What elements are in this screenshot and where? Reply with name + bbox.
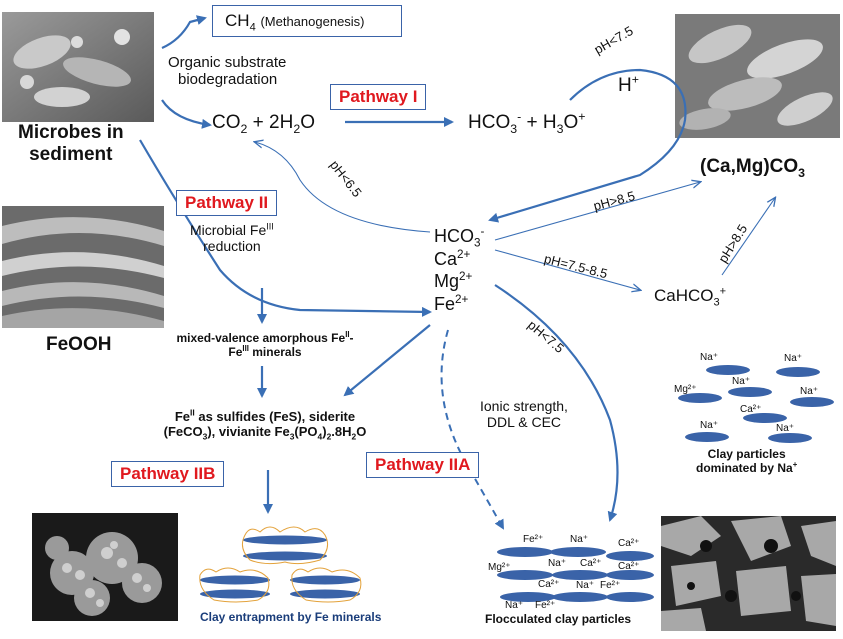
feii-minerals-label: FeII as sulfides (FeS), siderite (FeCO3)… [163, 407, 367, 442]
ion-mg: Mg2+ [434, 270, 473, 291]
ion-column: HCO3- Ca2+ Mg2+ Fe2+ [434, 225, 484, 315]
fe-reduction-label: Microbial FeIII reduction [190, 221, 274, 255]
floc-ion-label: Na⁺ [548, 558, 567, 569]
floc-clay-group [497, 547, 654, 602]
na-ion-label: Na⁺ [732, 376, 751, 387]
cahco3-label: CaHCO3+ [654, 285, 727, 309]
arrow-microbes-fe [139, 139, 432, 317]
ionic-strength-label: Ionic strength, DDL & CEC [480, 398, 568, 431]
fe-mineral-photo [32, 513, 178, 621]
arrow-ph85-b [721, 198, 775, 276]
floc-ion-label: Ca²⁺ [618, 538, 640, 549]
arrow-h-loop [488, 68, 687, 223]
co2-equation: CO2 + 2H2O [212, 112, 315, 136]
na-ion-label: Na⁺ [700, 352, 719, 363]
na-ion-label: Na⁺ [800, 386, 819, 397]
floc-ion-label: Mg²⁺ [488, 562, 511, 573]
carbonate-photo [675, 14, 840, 138]
hplus-label: H+ [618, 72, 639, 96]
arrow-ions-to-floc [494, 284, 619, 522]
methane-note: (Methanogenesis) [260, 14, 365, 29]
microbes-label: Microbes in sediment [18, 122, 124, 165]
flocculated-label: Flocculated clay particles [485, 612, 632, 626]
clay-entrapment-label: Clay entrapment by Fe minerals [200, 610, 382, 624]
microbes-photo [2, 12, 154, 122]
mixed-valence-label: mixed-valence amorphous FeII- FeIII mine… [176, 330, 354, 359]
methane-formula: CH [225, 11, 250, 30]
na-clay-group [678, 365, 834, 443]
floc-ion-label: Na⁺ [570, 534, 589, 545]
na-ion-label: Na⁺ [776, 423, 795, 434]
pathway-i-box: Pathway I [330, 84, 427, 110]
na-ion-label: Mg²⁺ [674, 384, 697, 395]
pathway-iib-box: Pathway IIB [111, 461, 225, 487]
arrow-ph65 [255, 142, 431, 233]
carbonate-label: (Ca,Mg)CO3 [700, 156, 806, 180]
floc-ion-label: Fe²⁺ [600, 580, 621, 591]
flocculated-photo [661, 516, 836, 631]
pathway-iia-box: Pathway IIA [366, 452, 480, 478]
floc-ion-label: Fe²⁺ [535, 600, 556, 611]
floc-ion-label: Ca²⁺ [618, 561, 640, 572]
floc-ion-label: Ca²⁺ [580, 558, 602, 569]
feooh-photo [2, 206, 164, 328]
arrow-ph85-a [494, 182, 700, 241]
entrapment-clay-group [200, 535, 360, 599]
na-ion-label: Na⁺ [784, 353, 803, 364]
ion-ca: Ca2+ [434, 247, 471, 269]
floc-ion-label: Fe²⁺ [523, 534, 544, 545]
pathway-ii-box: Pathway II [176, 190, 278, 216]
arrow-ph-range [494, 249, 640, 290]
methane-box: CH4 (Methanogenesis) [212, 5, 402, 37]
organic-label: Organic substrate biodegradation [168, 54, 287, 89]
ion-hco3: HCO3- [434, 225, 485, 250]
arrow-ions-to-feii [343, 324, 431, 397]
arrow-to-co2 [161, 99, 212, 129]
ion-fe: Fe2+ [434, 292, 469, 314]
feooh-label: FeOOH [46, 334, 112, 355]
floc-ion-label: Na⁺ [505, 600, 524, 611]
arrow-to-ch4 [161, 15, 207, 50]
hco3-h3o-equation: HCO3- + H3O+ [468, 109, 586, 136]
na-ion-label: Na⁺ [700, 420, 719, 431]
na-ion-label: Ca²⁺ [740, 404, 762, 415]
floc-ion-label: Ca²⁺ [538, 579, 560, 590]
clay-na-label: Clay particles dominated by Na+ [696, 447, 798, 475]
floc-ion-label: Na⁺ [576, 580, 595, 591]
